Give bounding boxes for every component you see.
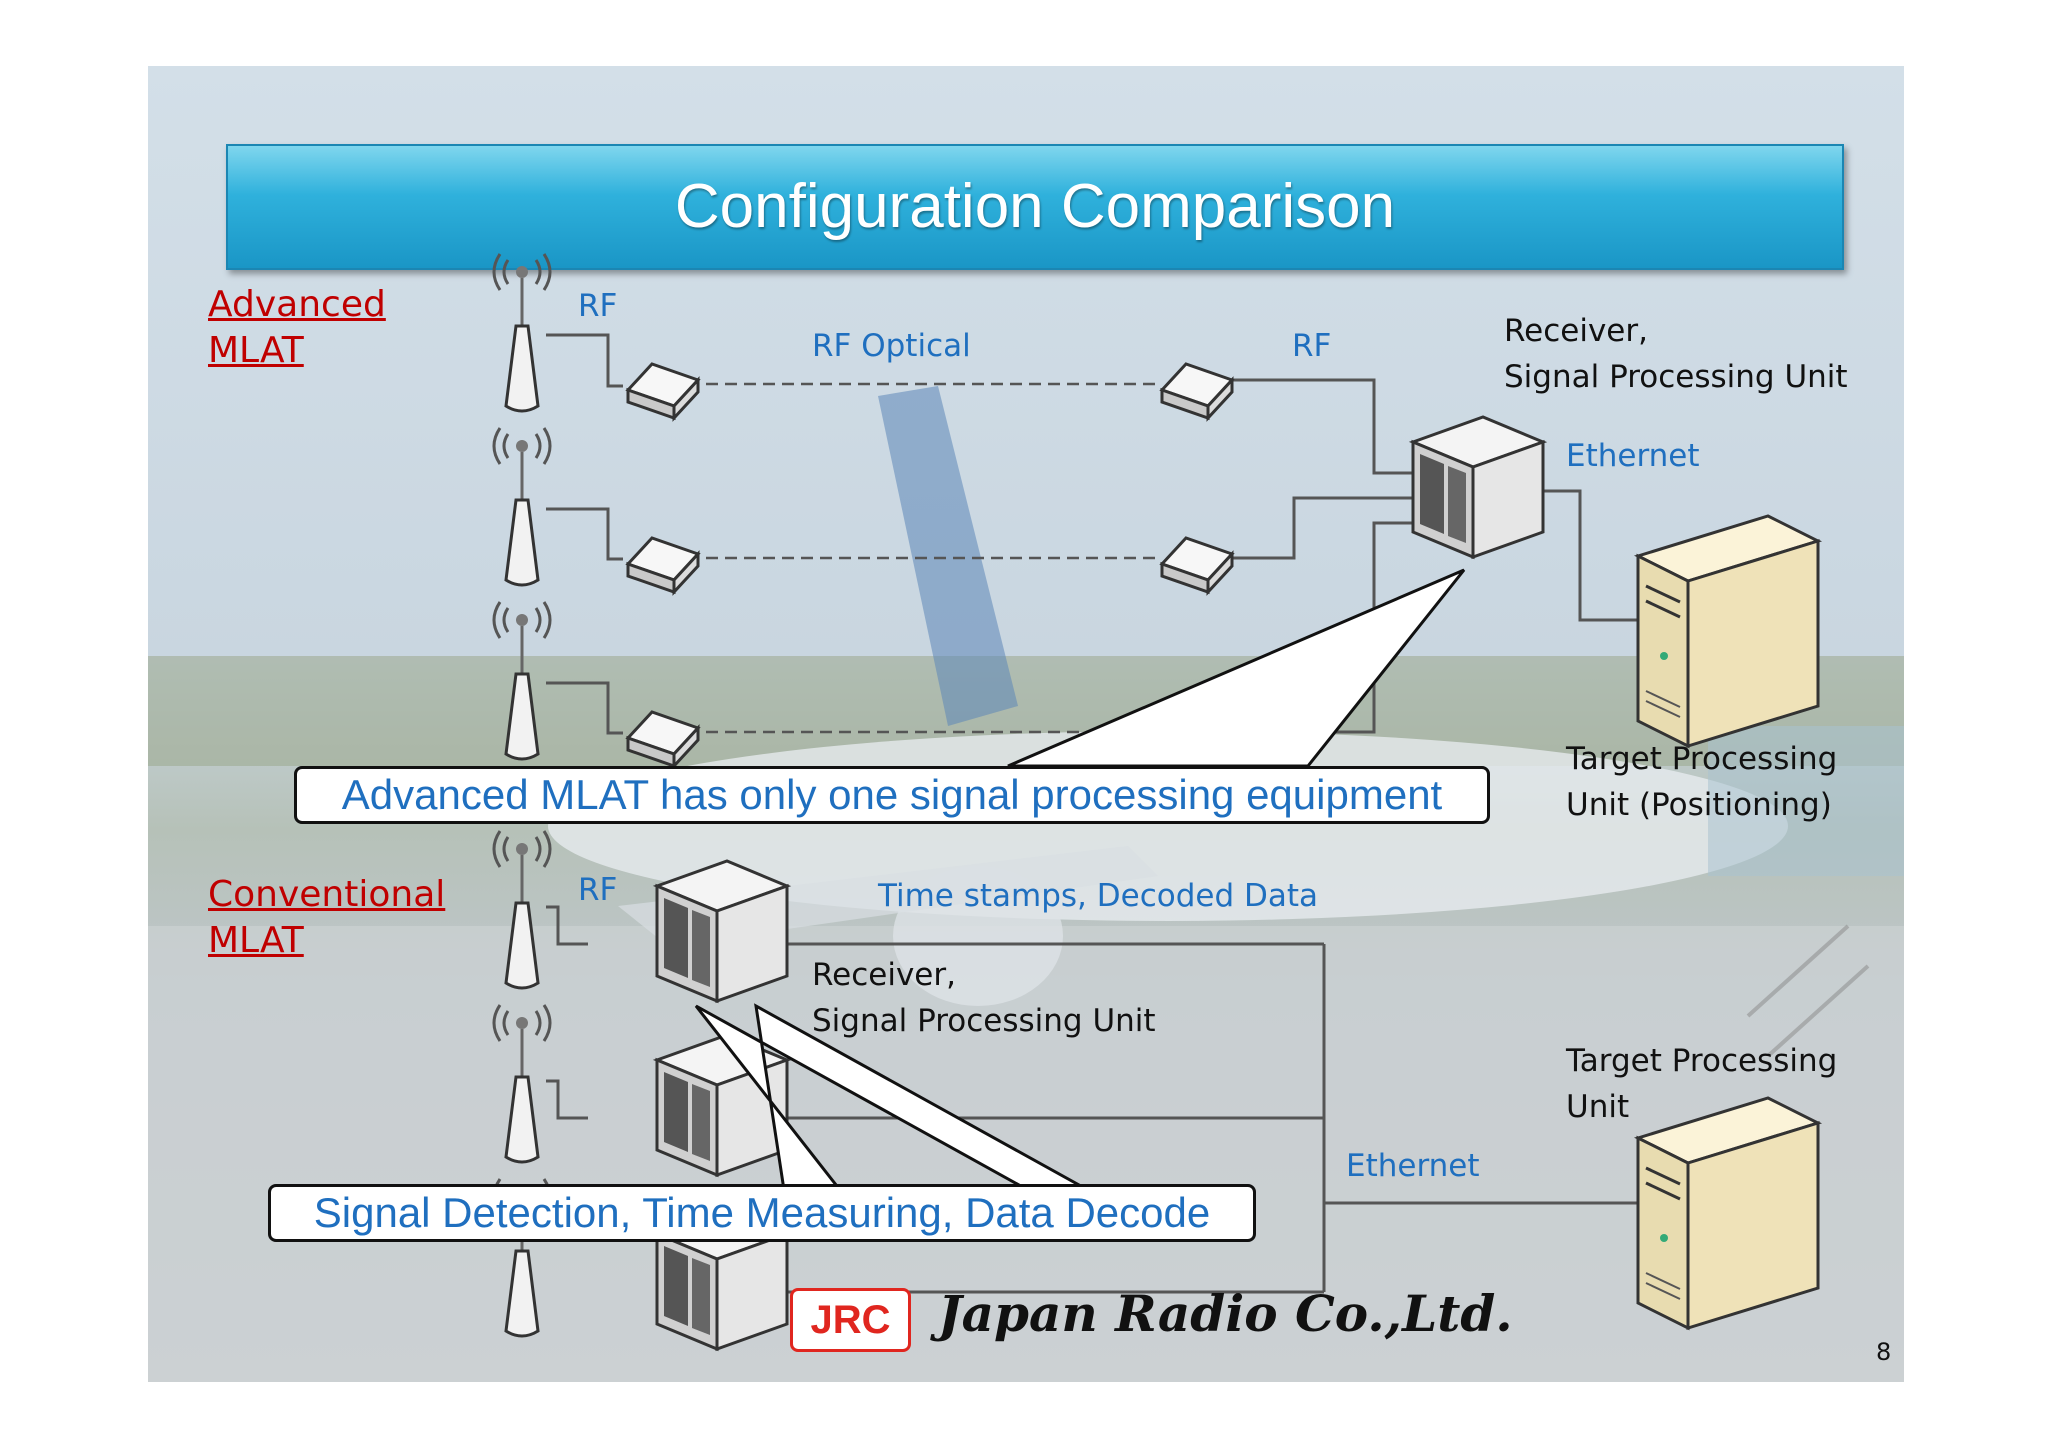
conv-receiver-label-line2: Signal Processing Unit: [812, 1003, 1156, 1039]
title-bar: Configuration Comparison: [226, 144, 1844, 270]
adv-tpu-label-line1: Target Processing: [1566, 741, 1838, 777]
advanced-mlat-label-line1: Advanced: [208, 284, 386, 325]
page-number: 8: [1876, 1338, 1892, 1366]
advanced-mlat-label-line2: MLAT: [208, 330, 304, 371]
adv-rf-to-receiver-2: [1202, 496, 1416, 560]
conv-receiver-unit-1: [655, 859, 789, 1003]
slide: Configuration Comparison: [148, 66, 1904, 1382]
slide-title: Configuration Comparison: [674, 172, 1396, 241]
adv-rf-optical-label: RF Optical: [812, 328, 971, 364]
adv-converter-2: [626, 536, 700, 594]
adv-antenna-3: [492, 600, 552, 761]
adv-antenna-2: [492, 426, 552, 587]
conv-receiver-unit-2: [655, 1033, 789, 1177]
conv-rf-label: RF: [578, 872, 618, 908]
adv-receiver-unit: [1411, 415, 1545, 559]
conv-tpu-label-line1: Target Processing: [1566, 1043, 1838, 1079]
adv-rf-wire-1: [546, 333, 623, 388]
conventional-mlat-label-line2: MLAT: [208, 920, 304, 961]
conv-target-processing-server: [1636, 1096, 1820, 1330]
conv-antenna-2: [492, 1003, 552, 1164]
adv-rf-label: RF: [578, 288, 618, 324]
adv-receiver-label-line1: Receiver,: [1504, 313, 1648, 349]
stair-rail: [1746, 924, 1850, 1018]
advanced-callout: Advanced MLAT has only one signal proces…: [294, 766, 1490, 824]
conv-rf-wire-1: [546, 905, 588, 946]
company-name: Japan Radio Co.,Ltd.: [938, 1284, 1513, 1343]
conv-tpu-label-line2: Unit: [1566, 1089, 1630, 1125]
network-diagram: [492, 252, 1820, 1351]
adv-rf-receiver-label: RF: [1292, 328, 1332, 364]
jrc-logo: JRC: [790, 1288, 911, 1352]
conventional-mlat-label-line1: Conventional: [208, 874, 446, 915]
conv-timestamps-label: Time stamps, Decoded Data: [878, 878, 1319, 914]
stair-rail-2: [1766, 964, 1870, 1058]
adv-antenna-1: [492, 252, 552, 413]
adv-ethernet-label: Ethernet: [1566, 438, 1700, 474]
adv-converter-1: [626, 362, 700, 420]
airplane-tail: [878, 386, 1018, 726]
adv-receiver-label-line2: Signal Processing Unit: [1504, 359, 1848, 395]
adv-target-processing-server: [1636, 514, 1820, 748]
conv-antenna-1: [492, 829, 552, 990]
conv-rf-wire-2: [546, 1079, 588, 1120]
adv-rf-to-receiver-1: [1202, 378, 1416, 475]
adv-tpu-label-line2: Unit (Positioning): [1566, 787, 1832, 823]
jet-bridge: [1708, 726, 1904, 876]
conv-ethernet-label: Ethernet: [1346, 1148, 1480, 1184]
adv-rf-wire-2: [546, 507, 623, 561]
adv-ethernet-wire: [1542, 489, 1638, 622]
adv-converter-5: [1160, 536, 1234, 594]
adv-converter-3: [626, 710, 700, 768]
conv-receiver-label-line1: Receiver,: [812, 957, 956, 993]
conventional-callout: Signal Detection, Time Measuring, Data D…: [268, 1184, 1256, 1242]
adv-converter-4: [1160, 362, 1234, 420]
adv-rf-wire-3: [546, 681, 623, 735]
adv-callout-pointer: [1007, 568, 1466, 768]
